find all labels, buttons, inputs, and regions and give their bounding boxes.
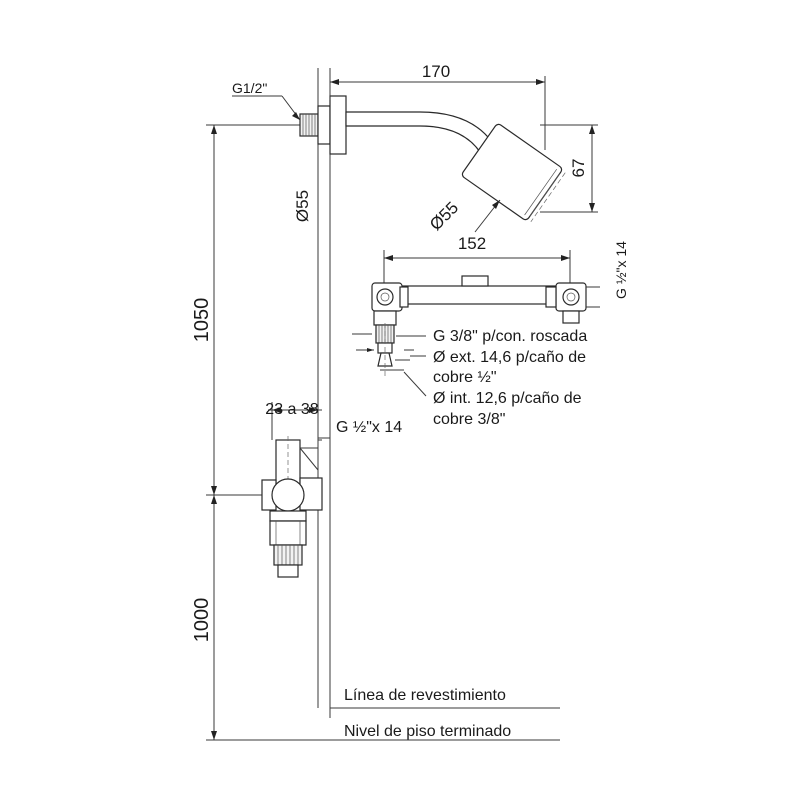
label-dim-1000: 1000 (191, 598, 213, 643)
label-g-half-x14-valve: G ½"x 14 (336, 419, 402, 436)
label-dim-1050: 1050 (191, 298, 213, 343)
label-nivel-piso: Nivel de piso terminado (344, 723, 511, 740)
label-ext-line2: cobre ½" (433, 369, 497, 386)
label-dim-170: 170 (422, 62, 450, 81)
diverter-bar (352, 250, 600, 397)
label-dia-55-head: Ø55 (426, 198, 462, 234)
label-dia-55-wall: Ø55 (293, 190, 312, 222)
label-linea-revestimiento: Línea de revestimiento (344, 687, 506, 704)
vertical-dimension-lines (206, 124, 300, 741)
valve-body (261, 402, 330, 578)
label-g-half-x14-right: G ½"x 14 (613, 241, 629, 299)
head-dimensions (232, 74, 598, 233)
label-g-half-top: G1/2" (232, 80, 267, 96)
label-int-line2: cobre 3/8" (433, 411, 505, 428)
label-dim-67: 67 (569, 159, 588, 178)
label-ext-line1: Ø ext. 14,6 p/caño de (433, 349, 586, 366)
label-g-3-8: G 3/8" p/con. roscada (433, 328, 587, 345)
label-int-line1: Ø int. 12,6 p/caño de (433, 390, 582, 407)
shower-head (461, 123, 566, 223)
label-dim-152: 152 (458, 234, 486, 253)
text-labels: G1/2" 170 67 Ø55 Ø55 152 G ½"x 14 1050 1… (191, 62, 629, 740)
wall-lines (210, 68, 560, 741)
shower-arm (299, 95, 493, 155)
label-dim-23-38: 23 a 38 (265, 401, 318, 418)
